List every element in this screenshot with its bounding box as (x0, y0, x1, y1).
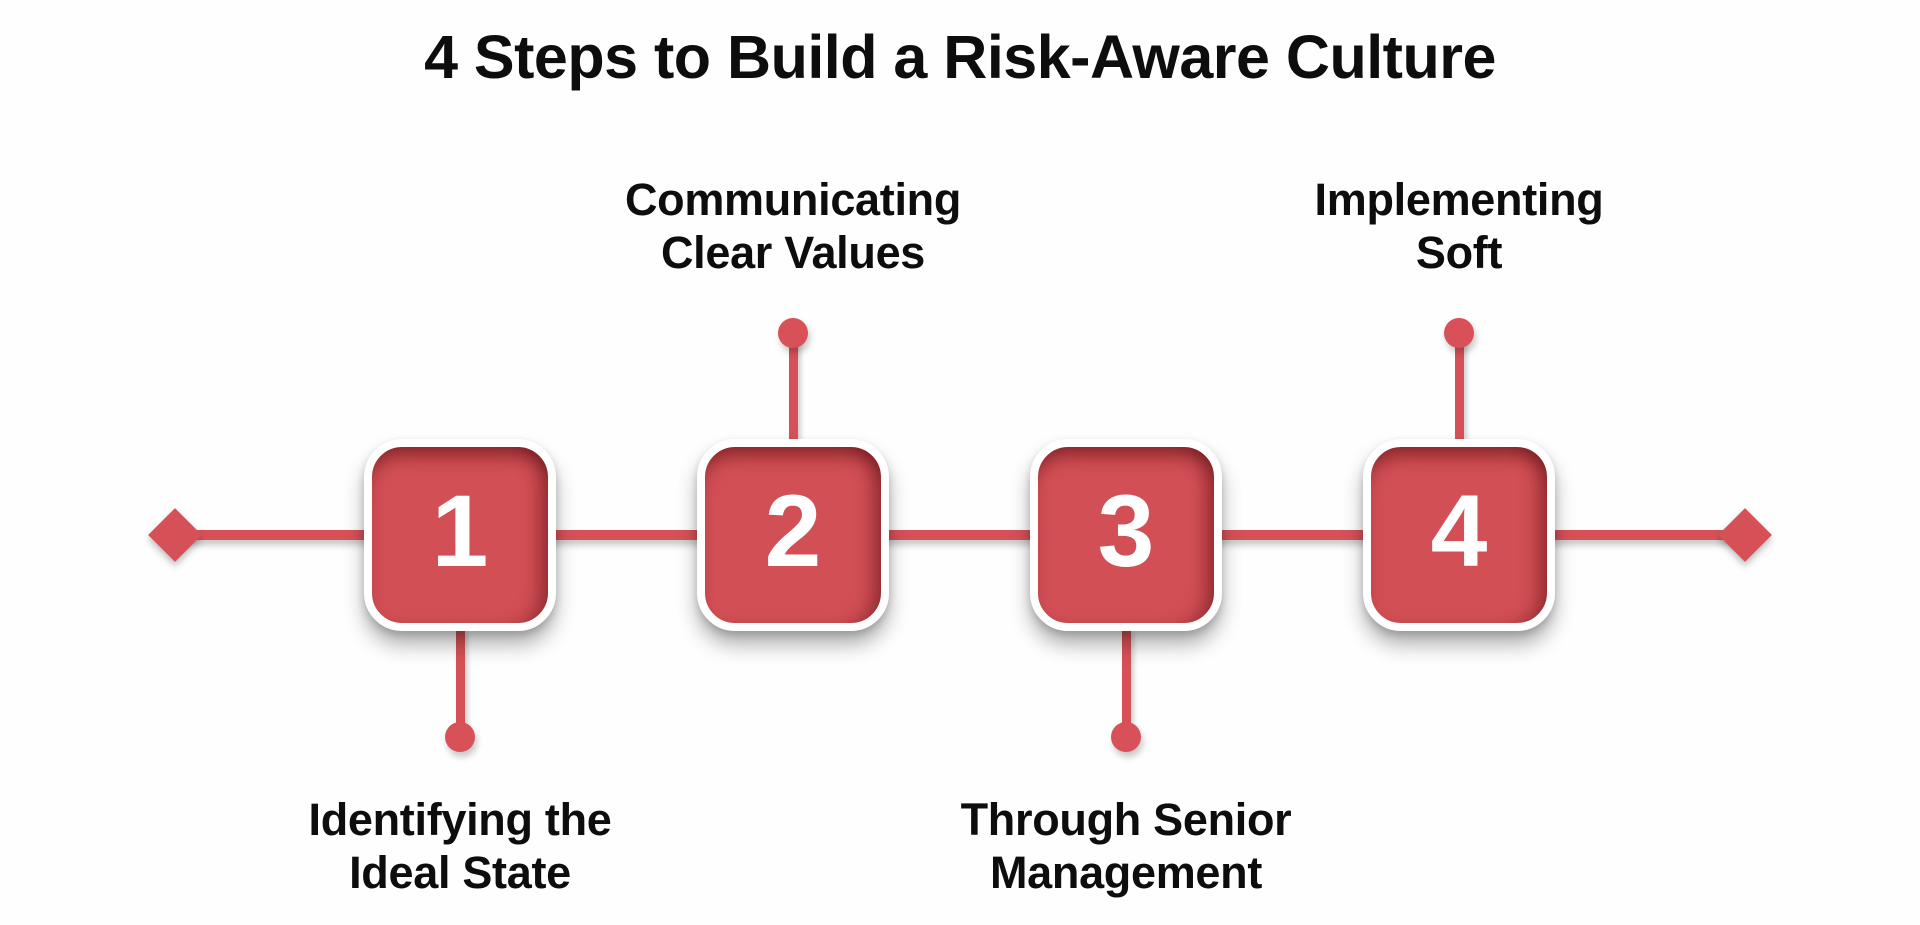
step-1-connector (456, 631, 465, 737)
step-2-connector (789, 333, 798, 439)
step-2-box: 2 (697, 439, 889, 631)
step-2-number: 2 (764, 474, 822, 588)
timeline-start-diamond-icon (148, 508, 202, 562)
step-4-box: 4 (1363, 439, 1555, 631)
step-4-number: 4 (1430, 474, 1488, 588)
timeline-end-diamond-icon (1718, 508, 1772, 562)
step-2-dot-icon (778, 318, 808, 348)
step-4-connector (1455, 333, 1464, 439)
step-3-box: 3 (1030, 439, 1222, 631)
step-3-label: Through Senior Management (960, 794, 1292, 898)
step-1-dot-icon (445, 722, 475, 752)
step-1-number: 1 (431, 474, 489, 588)
step-3-number: 3 (1097, 474, 1155, 588)
step-3-connector (1122, 631, 1131, 737)
timeline-line (175, 530, 1745, 540)
step-4-dot-icon (1444, 318, 1474, 348)
diagram-title: 4 Steps to Build a Risk-Aware Culture (424, 23, 1496, 91)
step-4-label: Implementing Soft (1314, 174, 1604, 278)
step-1-box: 1 (364, 439, 556, 631)
step-1-label: Identifying the Ideal State (308, 794, 612, 898)
step-3-dot-icon (1111, 722, 1141, 752)
step-2-label: Communicating Clear Values (624, 174, 962, 278)
